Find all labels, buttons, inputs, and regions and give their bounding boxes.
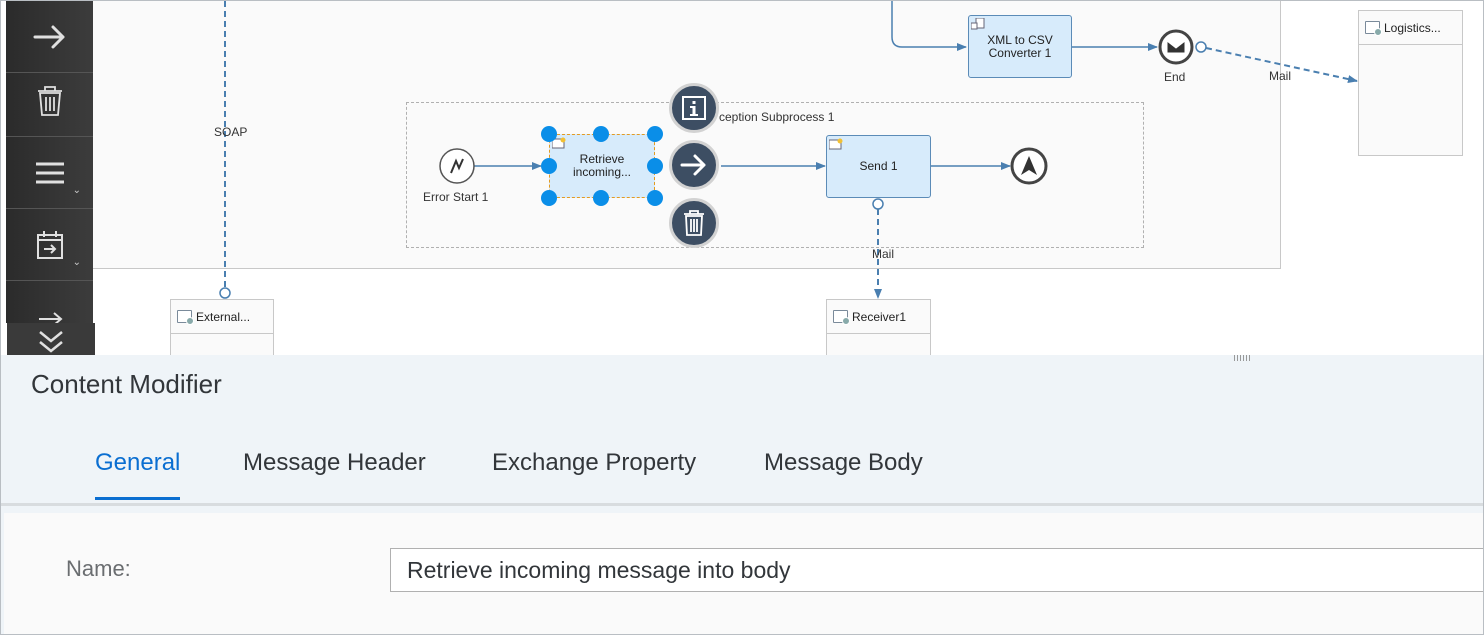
resize-handle-n[interactable] xyxy=(593,126,609,142)
tab-exchange-property[interactable]: Exchange Property xyxy=(492,449,697,476)
name-label: Name: xyxy=(66,556,131,581)
participant-icon xyxy=(177,310,194,325)
double-chevron-down-icon xyxy=(39,330,63,353)
name-input[interactable] xyxy=(390,548,1483,592)
send-icon xyxy=(829,138,843,150)
participant-logistics[interactable]: Logistics... xyxy=(1358,10,1463,156)
participant-receiver[interactable]: Receiver1 xyxy=(826,299,931,355)
panel-title: Content Modifier xyxy=(31,369,222,399)
soap-label: SOAP xyxy=(214,125,248,139)
info-button[interactable] xyxy=(669,83,719,133)
chevron-down-icon: ⌄ xyxy=(72,257,81,268)
trash-icon xyxy=(37,85,62,116)
menu-icon xyxy=(35,162,64,183)
mail-label-top: Mail xyxy=(1269,69,1292,83)
resize-handle-s[interactable] xyxy=(593,190,609,206)
participant-icon xyxy=(1365,21,1382,36)
toolbar-collapse-button[interactable] xyxy=(7,323,95,355)
arrow-right-icon xyxy=(33,25,64,48)
properties-panel: Content Modifier General Message Header … xyxy=(1,355,1483,634)
toolbar-menu-button[interactable]: ⌄ xyxy=(6,137,93,209)
send-label: Send 1 xyxy=(859,159,898,173)
xml-to-csv-task[interactable]: XML to CSV Converter 1 xyxy=(968,15,1072,78)
toolbar-process-button[interactable]: ⌄ xyxy=(6,209,93,281)
palette-toolbar: ⌄ ⌄ xyxy=(6,1,93,326)
process-canvas[interactable]: ception Subprocess 1 xyxy=(1,1,1483,355)
end-event[interactable] xyxy=(1158,29,1194,65)
resize-handle-ne[interactable] xyxy=(647,126,663,142)
tab-message-body[interactable]: Message Body xyxy=(764,449,923,476)
resize-handle-e[interactable] xyxy=(647,158,663,174)
content-modifier-icon xyxy=(552,137,566,149)
retrieve-label: Retrieve incoming... xyxy=(572,152,632,179)
retrieve-task[interactable]: Retrieve incoming... xyxy=(549,134,655,198)
general-form: Name: xyxy=(4,513,1483,634)
delete-button[interactable] xyxy=(669,198,719,248)
participant-external-label: External... xyxy=(196,309,251,324)
connection-layer xyxy=(219,1,1358,299)
error-start-event[interactable] xyxy=(439,148,475,184)
info-icon xyxy=(682,96,706,120)
converter-icon xyxy=(971,18,985,30)
toolbar-delete-button[interactable] xyxy=(6,65,93,137)
participant-external[interactable]: External... xyxy=(170,299,274,355)
sequence-flow-to-xml[interactable] xyxy=(891,1,967,51)
arrow-right-icon xyxy=(680,154,706,176)
participant-receiver-label: Receiver1 xyxy=(852,309,907,324)
panel-resize-grip[interactable] xyxy=(1234,355,1250,361)
error-start-label: Error Start 1 xyxy=(423,190,489,204)
resize-handle-w[interactable] xyxy=(541,158,557,174)
resize-handle-sw[interactable] xyxy=(541,190,557,206)
tab-general[interactable]: General xyxy=(95,449,181,500)
end-label: End xyxy=(1164,70,1186,84)
connect-button[interactable] xyxy=(669,140,719,190)
tab-message-header[interactable]: Message Header xyxy=(243,449,426,476)
toolbar-flow-button[interactable] xyxy=(6,281,93,352)
properties-tabs: General Message Header Exchange Property… xyxy=(1,425,1483,506)
participant-logistics-label: Logistics... xyxy=(1384,20,1441,35)
toolbar-connect-button[interactable] xyxy=(6,1,93,73)
sequence-flow-icon xyxy=(38,311,63,326)
mail-label-bottom: Mail xyxy=(872,247,895,261)
chevron-down-icon: ⌄ xyxy=(72,185,81,196)
resize-handle-nw[interactable] xyxy=(541,126,557,142)
participant-icon xyxy=(833,310,850,325)
calendar-arrow-icon xyxy=(36,230,63,259)
xml-to-csv-label: XML to CSV Converter 1 xyxy=(987,32,1053,60)
mail-flow-to-logistics[interactable] xyxy=(1205,47,1358,83)
trash-icon xyxy=(684,210,704,236)
resize-handle-se[interactable] xyxy=(647,190,663,206)
subprocess-label: ception Subprocess 1 xyxy=(719,110,835,124)
send-task[interactable]: Send 1 xyxy=(826,135,931,198)
